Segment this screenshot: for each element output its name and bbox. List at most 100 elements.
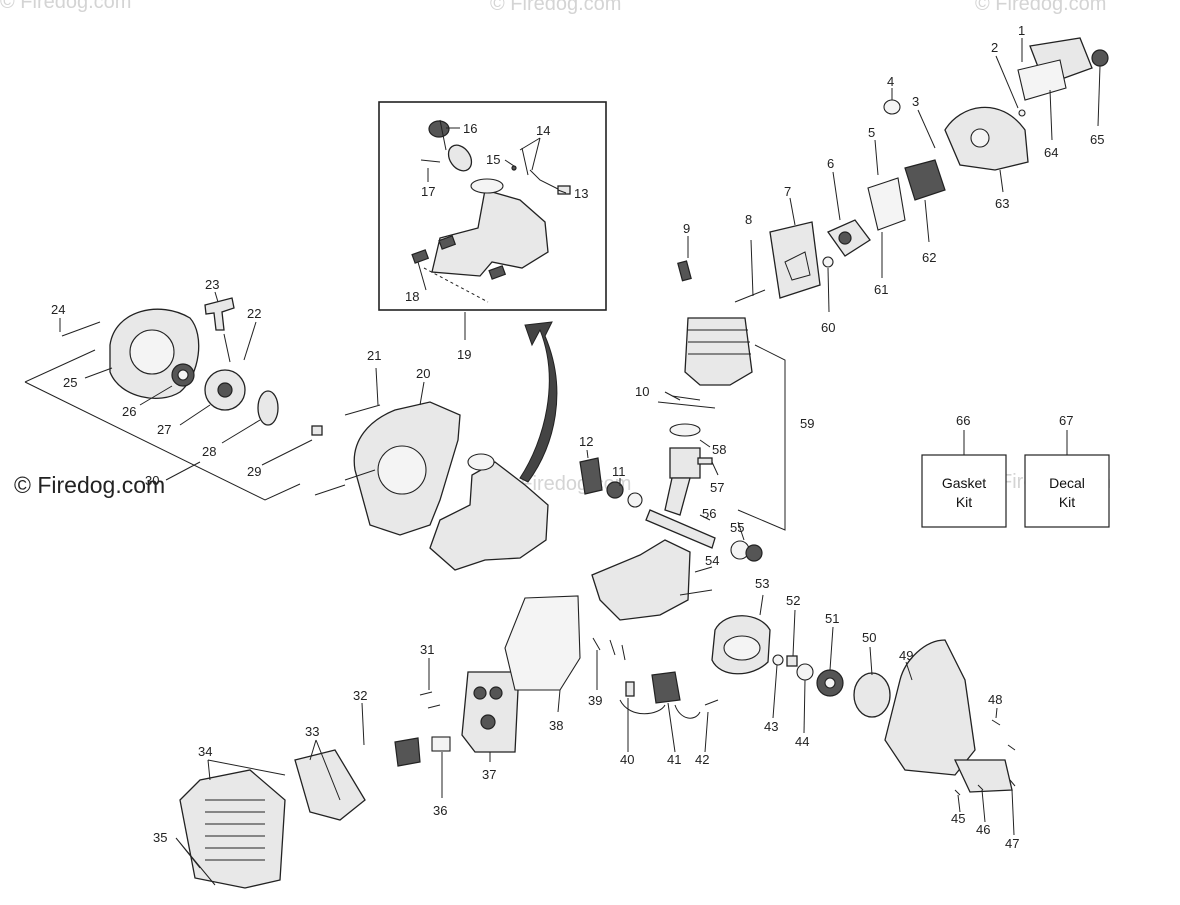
callout-57: 57 bbox=[710, 480, 724, 495]
callout-8: 8 bbox=[745, 212, 752, 227]
pad-a bbox=[411, 249, 430, 264]
watermark-top-center: © Firedog.com bbox=[490, 0, 621, 15]
decal-kit-box bbox=[1024, 454, 1110, 528]
cylinder-part bbox=[684, 317, 753, 386]
screw-30 bbox=[314, 484, 346, 496]
gasket-10-part bbox=[657, 395, 716, 409]
callout-16: 16 bbox=[463, 121, 477, 136]
starter-rope bbox=[223, 333, 231, 363]
callout-55: 55 bbox=[730, 520, 744, 535]
callout-43: 43 bbox=[764, 719, 778, 734]
bolt-42 bbox=[704, 699, 719, 706]
callout-numbers: 1 2 3 4 5 6 7 8 9 10 11 12 13 14 15 16 1… bbox=[51, 23, 1104, 851]
callout-47: 47 bbox=[1005, 836, 1019, 851]
retainer-17-part bbox=[420, 159, 441, 163]
callout-7: 7 bbox=[784, 184, 791, 199]
callout-33: 33 bbox=[305, 724, 319, 739]
callout-25: 25 bbox=[63, 375, 77, 390]
pad-guide bbox=[423, 267, 489, 303]
callout-24: 24 bbox=[51, 302, 65, 317]
seal-11-part bbox=[606, 481, 624, 499]
ignition-module-part bbox=[651, 671, 681, 704]
adapter-hole bbox=[838, 231, 852, 245]
fuel-tank-inset bbox=[378, 101, 607, 311]
callout-26: 26 bbox=[122, 404, 136, 419]
ignition-group bbox=[592, 615, 1016, 796]
callout-59: 59 bbox=[800, 416, 814, 431]
gasket-kit-label-1: Gasket bbox=[942, 475, 986, 491]
washer-2-part bbox=[1018, 109, 1026, 117]
callout-22: 22 bbox=[247, 306, 261, 321]
callout-37: 37 bbox=[482, 767, 496, 782]
plate-32-part bbox=[394, 737, 421, 767]
screws-45-47 bbox=[954, 779, 1016, 796]
bearing-11-part bbox=[627, 492, 643, 508]
callout-4: 4 bbox=[887, 74, 894, 89]
pad-b bbox=[438, 235, 457, 250]
callout-13: 13 bbox=[574, 186, 588, 201]
curved-arrow bbox=[519, 321, 558, 483]
lower-left-group bbox=[179, 595, 581, 889]
filter-element-part bbox=[1017, 59, 1067, 101]
callout-42: 42 bbox=[695, 752, 709, 767]
shaft-collar-part bbox=[953, 759, 1013, 793]
callout-44: 44 bbox=[795, 734, 809, 749]
callout-40: 40 bbox=[620, 752, 634, 767]
callout-49: 49 bbox=[899, 648, 913, 663]
muffler-part bbox=[461, 671, 519, 753]
callout-63: 63 bbox=[995, 196, 1009, 211]
muffler-port-b bbox=[489, 686, 503, 700]
screw-24-part bbox=[61, 321, 101, 337]
callout-9: 9 bbox=[683, 221, 690, 236]
watermark-main: © Firedog.com bbox=[14, 472, 165, 498]
callout-29: 29 bbox=[247, 464, 261, 479]
callout-54: 54 bbox=[705, 553, 719, 568]
callout-34: 34 bbox=[198, 744, 212, 759]
callout-46: 46 bbox=[976, 822, 990, 837]
callout-11: 11 bbox=[612, 464, 626, 479]
bracket-starter-bottom bbox=[24, 381, 301, 501]
callout-48: 48 bbox=[988, 692, 1002, 707]
cylinder-cover-part bbox=[179, 769, 286, 889]
starter-spring-center bbox=[177, 369, 189, 381]
callout-41: 41 bbox=[667, 752, 681, 767]
callout-6: 6 bbox=[827, 156, 834, 171]
screw-21b bbox=[344, 469, 376, 481]
callout-35: 35 bbox=[153, 830, 167, 845]
pad-c bbox=[488, 265, 507, 280]
callout-64: 64 bbox=[1044, 145, 1058, 160]
spark-plug-part bbox=[677, 260, 692, 282]
fuel-line-a bbox=[521, 147, 529, 176]
carb-group bbox=[769, 37, 1109, 299]
crankcase-part bbox=[591, 539, 691, 621]
decal-kit: Decal Kit bbox=[1024, 430, 1110, 528]
callout-3: 3 bbox=[912, 94, 919, 109]
bolts-31-part bbox=[419, 691, 441, 709]
callout-52: 52 bbox=[786, 593, 800, 608]
fuel-cap-part bbox=[428, 120, 450, 138]
tank-neck bbox=[470, 178, 504, 194]
primer-bulb-part bbox=[883, 99, 901, 115]
callout-27: 27 bbox=[157, 422, 171, 437]
starter-housing-hub bbox=[129, 329, 175, 375]
gasket-kit-label-2: Kit bbox=[956, 494, 972, 510]
callout-21: 21 bbox=[367, 348, 381, 363]
fuel-tank-part bbox=[431, 189, 549, 277]
plug-boot-part bbox=[625, 681, 635, 697]
bolt-8-part bbox=[734, 289, 766, 303]
callout-36: 36 bbox=[433, 803, 447, 818]
bracket-starter-top bbox=[24, 349, 96, 383]
callout-60: 60 bbox=[821, 320, 835, 335]
starter-group bbox=[24, 297, 323, 501]
watermark-top-left: © Firedog.com bbox=[0, 0, 131, 13]
callout-18: 18 bbox=[405, 289, 419, 304]
bearing-55b bbox=[745, 544, 763, 562]
wrist-pin-part bbox=[697, 457, 713, 465]
cover-vents bbox=[205, 799, 265, 861]
callout-39: 39 bbox=[588, 693, 602, 708]
bolts-39 bbox=[592, 637, 626, 661]
piston-ring-part bbox=[669, 423, 701, 437]
muffler-port-a bbox=[473, 686, 487, 700]
grommet-15-part bbox=[511, 165, 517, 171]
